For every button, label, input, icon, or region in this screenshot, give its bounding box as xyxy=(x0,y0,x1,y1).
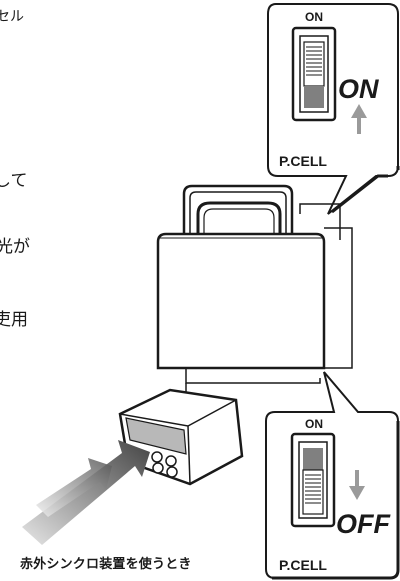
infrared-sync-device xyxy=(118,388,244,486)
up-arrow-icon xyxy=(351,104,367,134)
flash-unit xyxy=(156,184,353,405)
infrared-beam-arrows xyxy=(22,440,150,545)
top-state-label: ON xyxy=(338,74,379,104)
top-pcell-label: P.CELL xyxy=(279,153,327,169)
bottom-pcell-label: P.CELL xyxy=(279,557,327,573)
figure-caption: 赤外シンクロ装置を使うとき xyxy=(20,557,192,572)
text-fragment-hikariga: 光が xyxy=(0,237,30,257)
text-fragment-cell: セル xyxy=(0,9,24,25)
top-switch-on-label: ON xyxy=(305,10,323,24)
bottom-state-label: OFF xyxy=(336,509,391,539)
top-switch-slider xyxy=(303,41,325,87)
text-fragment-shite: して xyxy=(0,171,28,191)
text-fragment-shiyou: 吏用 xyxy=(0,310,28,330)
bottom-switch-slider xyxy=(302,469,324,515)
bottom-switch-callout xyxy=(265,371,400,580)
down-arrow-icon xyxy=(349,470,365,500)
top-switch-callout xyxy=(267,3,400,215)
bottom-switch-on-label: ON xyxy=(305,417,323,431)
